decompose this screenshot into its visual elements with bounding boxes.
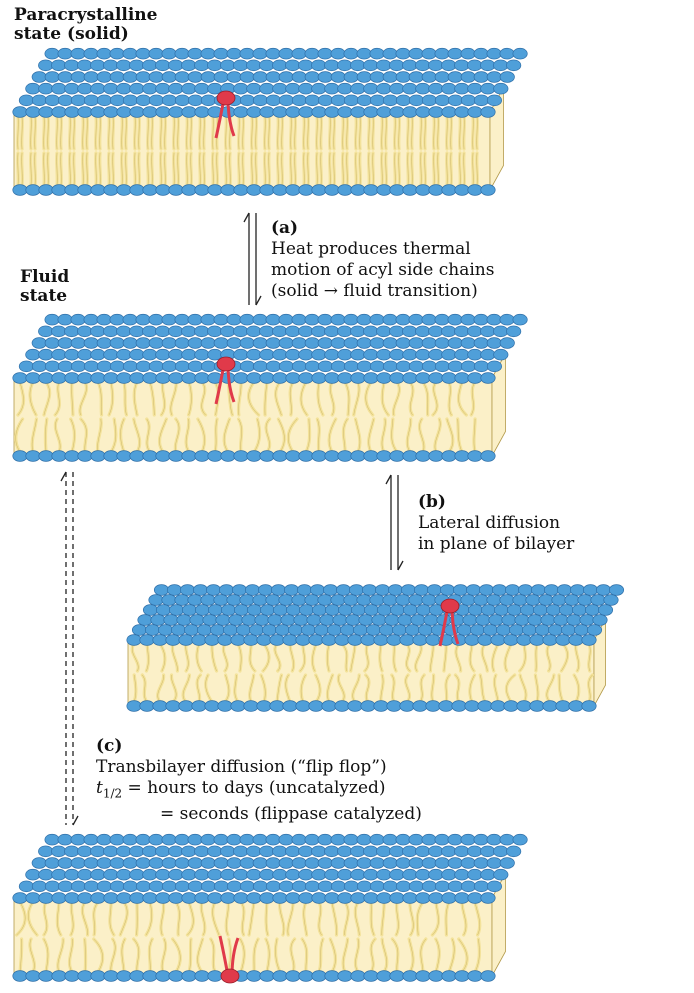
solid-state-label: Paracrystalline state (solid): [14, 6, 158, 44]
step-b-caption: (b) Lateral diffusion in plane of bilaye…: [418, 492, 574, 555]
fluid-state-label: Fluid state: [20, 268, 69, 306]
bilayer-fluid-3: [13, 834, 527, 983]
step-c-tag: (c): [96, 736, 422, 757]
dashed-arrow-c: [61, 472, 78, 825]
arrows: [61, 213, 403, 825]
step-c-caption: (c) Transbilayer diffusion (“flip flop”)…: [96, 736, 422, 825]
step-b-tag: (b): [418, 492, 574, 513]
equilibrium-arrow-b: [386, 475, 403, 570]
bilayer-fluid-2: [127, 585, 624, 712]
bilayer-fluid-1: [13, 314, 527, 461]
step-a-caption: (a) Heat produces thermal motion of acyl…: [271, 218, 494, 302]
equilibrium-arrow-a: [244, 213, 261, 305]
step-a-tag: (a): [271, 218, 494, 239]
bilayer-solid: [13, 48, 527, 195]
